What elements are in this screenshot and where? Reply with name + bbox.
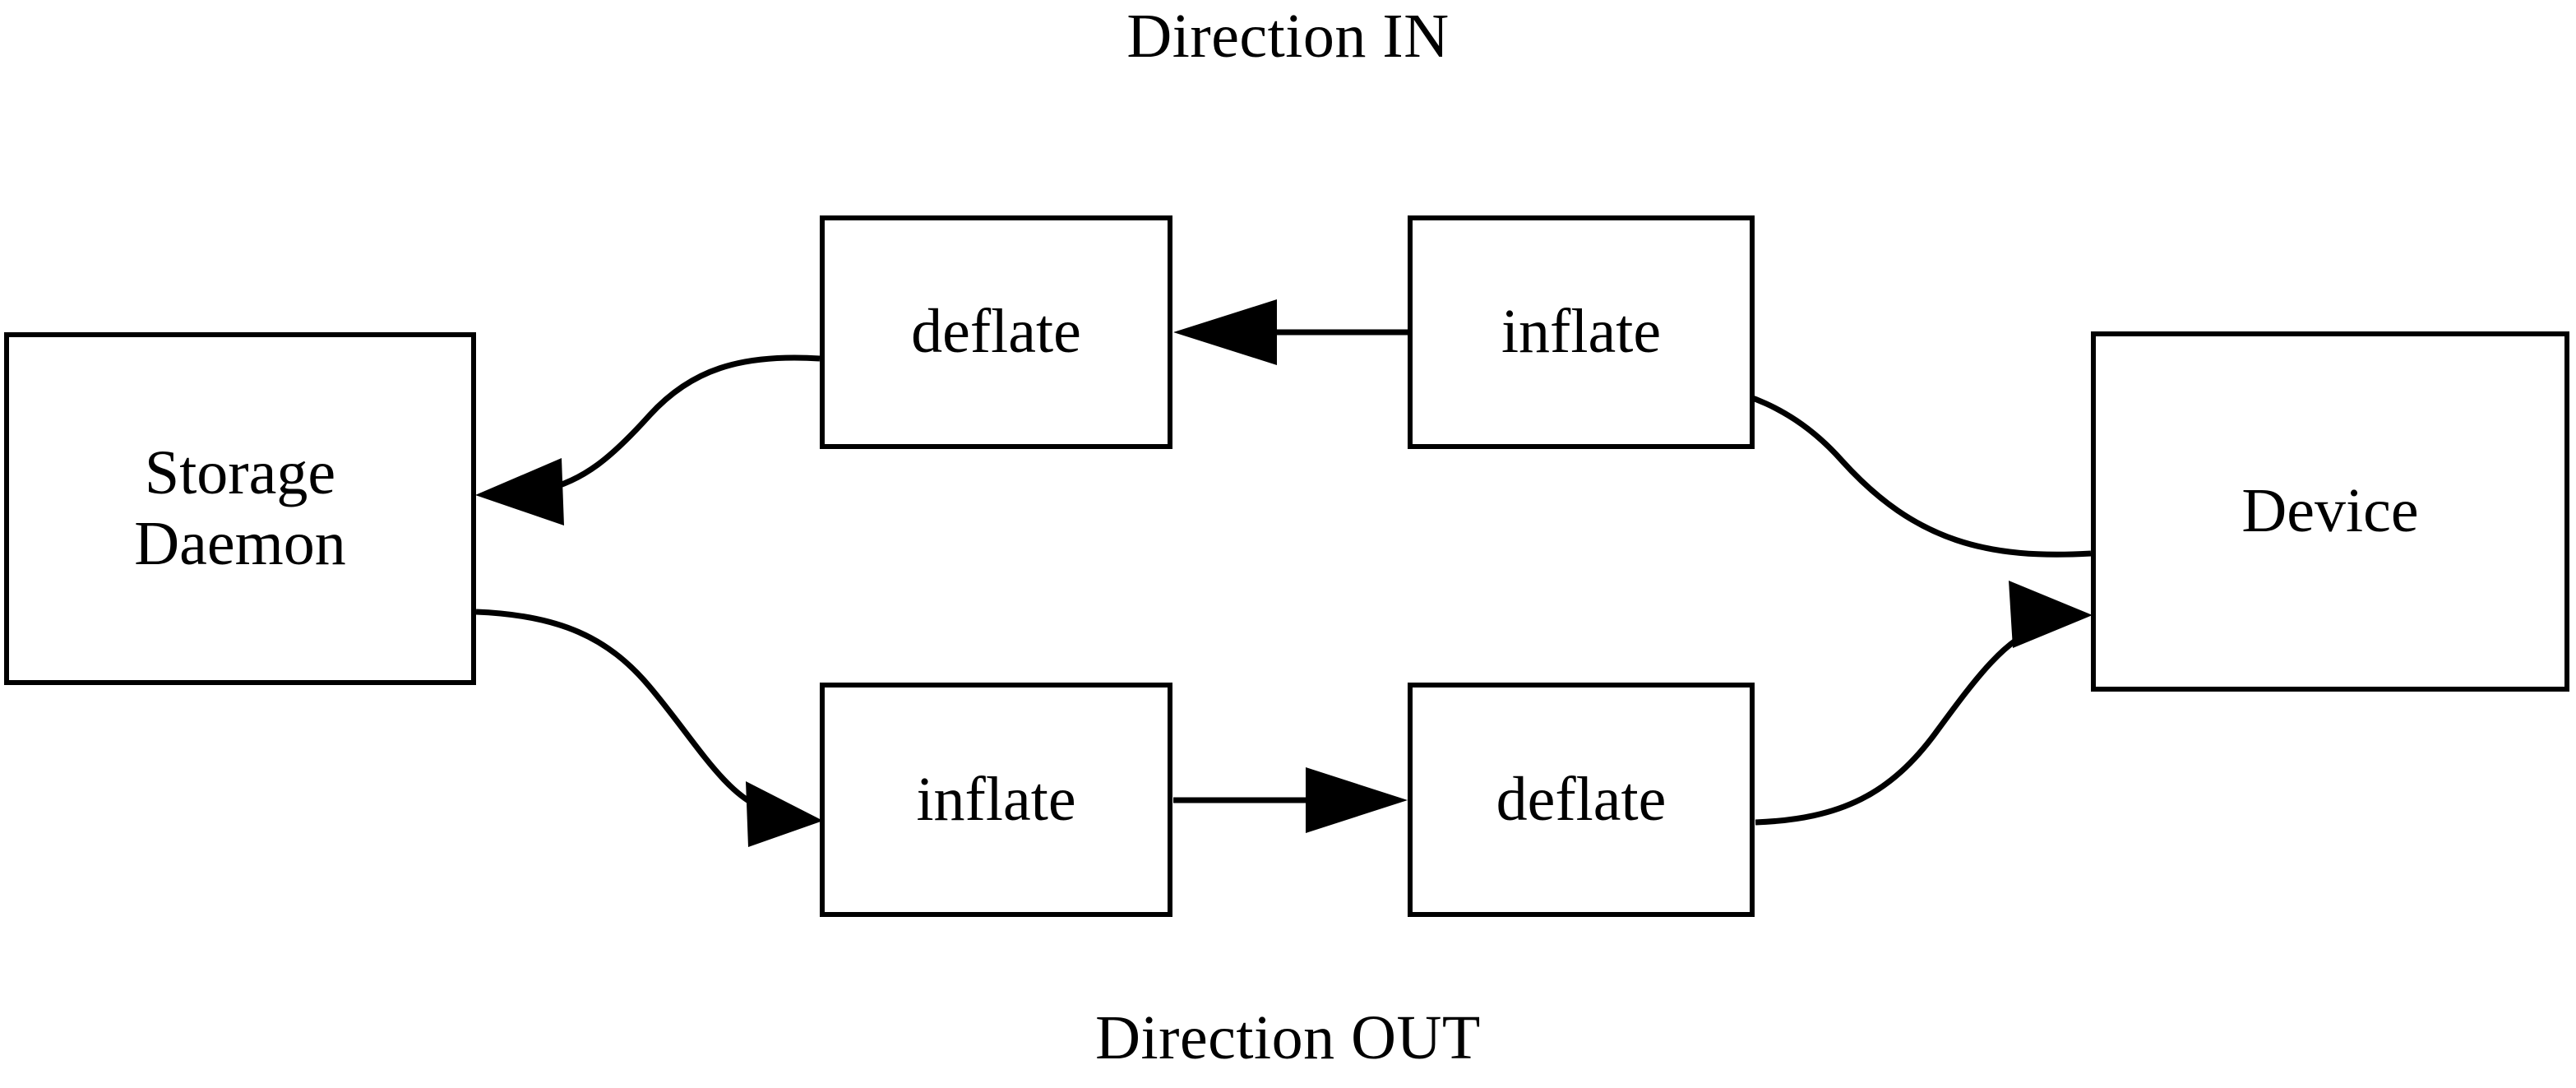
edge-inflate-in-to-deflate-in — [1173, 299, 1408, 365]
node-deflate-out[interactable]: deflate — [1408, 683, 1755, 917]
node-inflate-in-label: inflate — [1501, 297, 1662, 367]
node-device[interactable]: Device — [2091, 331, 2569, 692]
edge-inflate-out-to-deflate-out — [1173, 767, 1408, 833]
node-device-label: Device — [2241, 476, 2419, 546]
node-inflate-out-label: inflate — [916, 764, 1076, 834]
direction-in-label: Direction IN — [1126, 2, 1450, 71]
node-deflate-in[interactable]: deflate — [820, 215, 1172, 449]
node-storage-daemon[interactable]: Storage Daemon — [4, 332, 476, 685]
node-inflate-in[interactable]: inflate — [1408, 215, 1755, 449]
edge-deflate-out-to-device — [1755, 581, 2093, 826]
node-storage-daemon-line-2: Daemon — [134, 508, 346, 578]
node-deflate-in-label: deflate — [911, 297, 1081, 367]
node-storage-daemon-line-1: Storage — [144, 438, 336, 508]
node-deflate-out-label: deflate — [1496, 764, 1667, 834]
edge-deflate-in-to-storage-daemon — [475, 354, 821, 525]
edge-storage-daemon-to-inflate-out — [475, 609, 823, 847]
direction-out-label: Direction OUT — [1095, 1003, 1481, 1072]
node-inflate-out[interactable]: inflate — [820, 683, 1172, 917]
